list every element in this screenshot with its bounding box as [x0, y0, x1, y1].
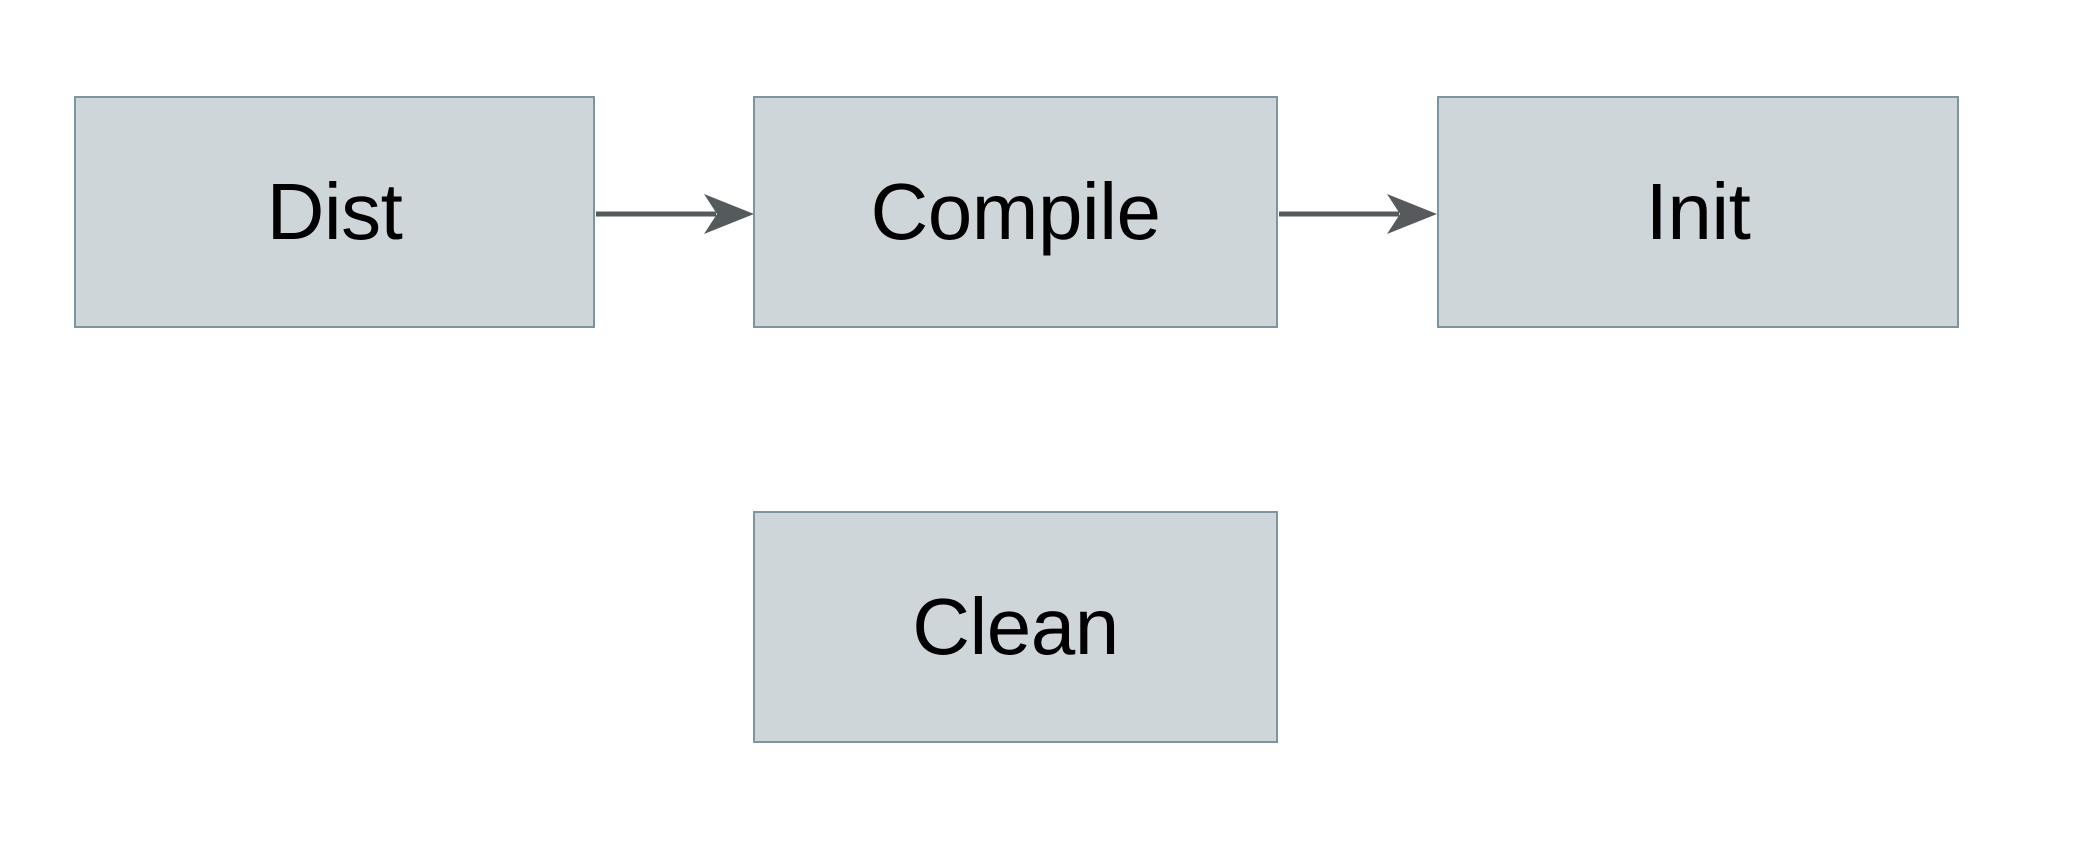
node-dist-label: Dist [266, 167, 403, 256]
arrow-right-icon [596, 194, 754, 234]
node-compile[interactable]: Compile [753, 96, 1278, 328]
edge-compile-to-init[interactable] [1279, 186, 1437, 242]
edge-dist-to-compile[interactable] [596, 186, 754, 242]
node-init-label: Init [1645, 167, 1751, 256]
node-init[interactable]: Init [1437, 96, 1959, 328]
node-clean[interactable]: Clean [753, 511, 1278, 743]
arrow-right-icon [1279, 194, 1437, 234]
node-dist[interactable]: Dist [74, 96, 595, 328]
node-compile-label: Compile [870, 167, 1161, 256]
node-clean-label: Clean [912, 582, 1119, 671]
